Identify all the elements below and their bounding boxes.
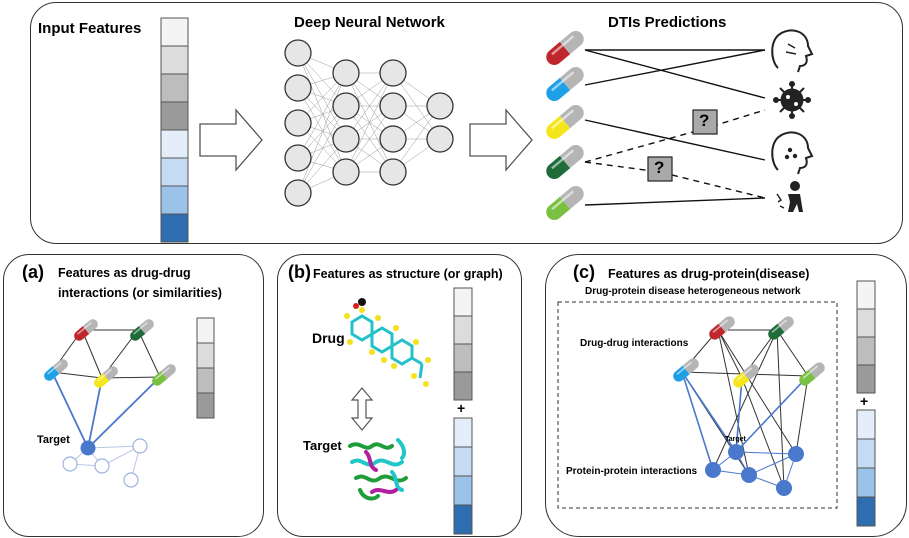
panel-b-drug-label: Drug xyxy=(312,330,345,346)
panel-c-letter: (c) xyxy=(573,262,595,282)
protein-node xyxy=(788,446,804,462)
feature-cell xyxy=(160,185,189,215)
capsule-icon xyxy=(799,362,825,386)
pain-person-icon xyxy=(776,181,803,212)
feature-cell xyxy=(160,213,189,243)
capsule-icon xyxy=(546,145,584,179)
nn-node xyxy=(284,144,312,172)
feature-cell xyxy=(160,73,189,103)
nn-node xyxy=(332,59,360,87)
panel-a-title-2: interactions (or similarities) xyxy=(58,286,222,300)
protein-node xyxy=(94,458,110,474)
dnn-title: Deep Neural Network xyxy=(294,14,445,31)
nn-node xyxy=(284,74,312,102)
question-mark: ? xyxy=(654,158,665,177)
nn-node xyxy=(284,179,312,207)
capsule-icon xyxy=(768,316,794,340)
target-node xyxy=(728,444,744,460)
panel-b-feature-column xyxy=(453,287,473,535)
double-arrow xyxy=(350,387,374,431)
nn-node xyxy=(379,158,407,186)
panel-c-target-label: Target xyxy=(725,436,746,443)
capsule-icon xyxy=(546,186,584,220)
panel-b-plus: + xyxy=(457,400,466,416)
panel-c-plus: + xyxy=(860,393,869,409)
dti-title: DTIs Predictions xyxy=(608,14,727,31)
dti-lines xyxy=(584,49,766,206)
nn-node xyxy=(332,125,360,153)
capsule-icon xyxy=(546,31,584,65)
target-node xyxy=(80,440,96,456)
protein-node xyxy=(62,456,78,472)
panel-b-target-label: Target xyxy=(303,438,342,453)
nn-node xyxy=(379,125,407,153)
input-feature-column xyxy=(160,17,189,243)
neural-network xyxy=(297,52,441,194)
capsule-icon xyxy=(44,359,68,381)
capsule-icon xyxy=(130,319,154,341)
protein-node xyxy=(776,480,792,496)
nn-node xyxy=(379,59,407,87)
capsule-icon xyxy=(546,105,584,139)
panel-b-letter: (b) xyxy=(288,262,311,282)
nn-node xyxy=(284,109,312,137)
question-mark: ? xyxy=(699,111,710,130)
protein-node xyxy=(123,472,139,488)
feature-cell xyxy=(160,129,189,159)
panel-c-pp-label: Protein-protein interactions xyxy=(566,466,698,477)
capsule-icon xyxy=(733,364,759,388)
feature-cell xyxy=(160,17,189,47)
panel-a-feature-column xyxy=(196,317,215,419)
head-profile-icon xyxy=(771,29,814,73)
capsule-icon xyxy=(152,364,176,386)
nn-node xyxy=(284,39,312,67)
feature-cell xyxy=(160,101,189,131)
panel-c-graph xyxy=(681,329,809,496)
panel-a xyxy=(3,254,264,537)
feature-cell xyxy=(160,45,189,75)
virus-icon xyxy=(773,81,811,119)
question-box xyxy=(692,109,718,135)
protein-node xyxy=(741,467,757,483)
capsule-icon xyxy=(709,316,735,340)
capsule-icon xyxy=(546,67,584,101)
panel-a-target-label: Target xyxy=(37,434,70,446)
panel-c-title: Features as drug-protein(disease) xyxy=(608,267,810,281)
arrow-right-1 xyxy=(199,108,263,172)
capsule-icon xyxy=(94,366,118,388)
nn-node xyxy=(426,92,454,120)
panel-a-graph xyxy=(51,329,161,488)
arrow-right-2 xyxy=(469,108,533,172)
capsule-icon xyxy=(74,319,98,341)
feature-cell xyxy=(160,157,189,187)
molecule-image xyxy=(344,298,431,387)
nn-node xyxy=(426,125,454,153)
nn-node xyxy=(332,92,360,120)
protein-structure-image xyxy=(348,438,408,501)
capsule-icon xyxy=(673,358,699,382)
panel-a-letter: (a) xyxy=(22,262,44,282)
panel-a-title-1: Features as drug-drug xyxy=(58,266,191,280)
protein-node xyxy=(132,438,148,454)
question-box xyxy=(647,156,673,182)
input-features-title: Input Features xyxy=(38,20,142,37)
panel-b xyxy=(277,254,522,537)
nn-node xyxy=(332,158,360,186)
sick-head-icon xyxy=(771,131,814,175)
panel-c xyxy=(545,254,907,537)
protein-node xyxy=(705,462,721,478)
neural-network-nodes xyxy=(284,39,454,207)
network-boundary xyxy=(557,301,838,509)
panel-c-subtitle: Drug-protein disease heterogeneous netwo… xyxy=(585,286,801,297)
panel-b-title: Features as structure (or graph) xyxy=(313,267,503,281)
nn-node xyxy=(379,92,407,120)
panel-c-dd-label: Drug-drug interactions xyxy=(580,338,689,349)
panel-c-feature-column xyxy=(856,280,876,527)
